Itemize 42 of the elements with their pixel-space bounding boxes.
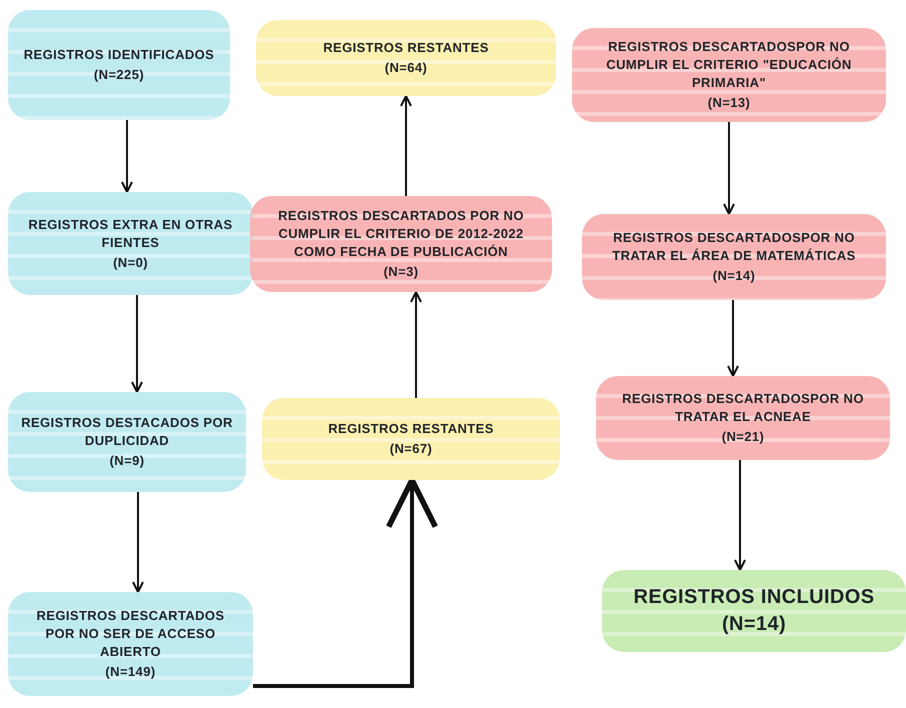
process-box — [250, 196, 552, 292]
box-title: REGISTROS RESTANTES — [323, 39, 489, 57]
record-count: (N=149) — [105, 663, 156, 681]
arrow — [253, 477, 438, 688]
record-count: (N=3) — [384, 263, 418, 281]
box-title: REGISTROS DESCARTADOSPOR NO CUMPLIR EL CRITERIO "EDUCACIÓN PRIMARIA" — [605, 38, 853, 92]
process-box — [8, 192, 253, 295]
box-title: REGISTROS INCLUIDOS — [634, 585, 874, 610]
box-title: REGISTROS DESCARTADOS POR NO SER DE ACCESO ABIERTO — [35, 607, 226, 661]
record-count: (N=0) — [113, 254, 148, 272]
box-title: REGISTROS DESCARTADOS POR NO CUMPLIR EL CRITERIO DE 2012-2022 COMO FECHA DE PUBLICACIÓN — [277, 207, 525, 261]
arrow — [723, 122, 735, 215]
arrow — [727, 300, 739, 377]
box-title: REGISTROS DESCARTADOSPOR NO TRATAR EL ÁREA DE MATEMÁTICAS — [611, 229, 857, 265]
arrow — [131, 295, 143, 393]
record-count: (N=14) — [722, 612, 786, 637]
record-count: (N=64) — [384, 59, 428, 77]
process-box — [582, 214, 886, 300]
process-box — [596, 376, 890, 460]
process-box — [256, 20, 556, 96]
box-title: REGISTROS DESCARTADOSPOR NO TRATAR EL ACNEAE — [621, 390, 865, 426]
process-box — [8, 392, 246, 492]
record-count: (N=14) — [712, 267, 756, 285]
box-title: REGISTROS RESTANTES — [328, 420, 494, 438]
record-count: (N=225) — [94, 66, 144, 84]
record-count: (N=21) — [722, 428, 764, 446]
record-count: (N=9) — [110, 452, 144, 470]
process-box — [572, 28, 886, 122]
process-box — [602, 570, 906, 652]
arrow — [410, 291, 422, 398]
arrow — [400, 95, 412, 196]
process-box — [8, 10, 230, 120]
box-title: REGISTROS DESTACADOS POR DUPLICIDAD — [20, 414, 234, 450]
record-count: (N=67) — [390, 440, 432, 458]
arrow — [121, 120, 133, 193]
arrow — [734, 460, 746, 571]
record-count: (N=13) — [708, 94, 750, 112]
process-box — [8, 592, 253, 696]
arrow — [132, 492, 144, 593]
process-box — [262, 398, 560, 480]
box-title: REGISTROS EXTRA EN OTRAS FIENTES — [27, 216, 234, 252]
box-title: REGISTROS IDENTIFICADOS — [24, 46, 214, 64]
